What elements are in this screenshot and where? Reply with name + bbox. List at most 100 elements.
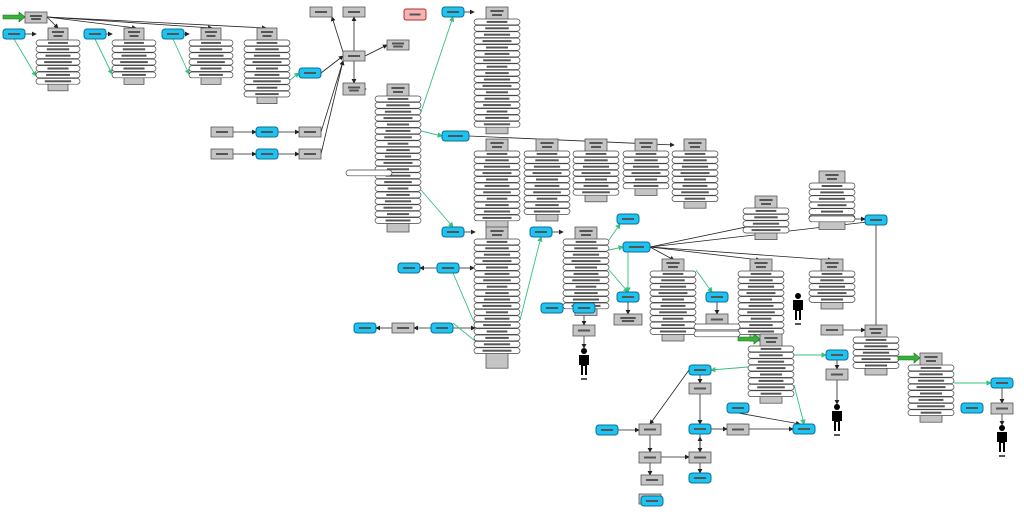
process-box[interactable] — [638, 423, 662, 436]
data-pill-c7[interactable] — [693, 323, 741, 331]
cyan-node[interactable] — [616, 213, 640, 225]
data-pill[interactable] — [671, 176, 719, 183]
data-pill[interactable] — [907, 377, 955, 384]
data-pill[interactable] — [562, 296, 610, 303]
data-pill[interactable] — [852, 349, 900, 356]
cyan-node[interactable] — [990, 377, 1014, 389]
data-pill[interactable] — [374, 153, 422, 160]
data-pill[interactable] — [374, 159, 422, 167]
data-pill[interactable] — [649, 315, 697, 322]
cyan-node[interactable] — [595, 424, 619, 436]
data-pill[interactable] — [473, 150, 521, 158]
stack-row-1[interactable] — [473, 138, 521, 228]
process-box-rect[interactable] — [386, 39, 410, 51]
data-pill[interactable] — [649, 302, 697, 310]
cyan-node[interactable] — [864, 214, 888, 226]
data-pill[interactable] — [907, 371, 955, 378]
data-pill[interactable] — [473, 201, 521, 209]
cyan-node[interactable] — [441, 130, 470, 142]
data-pill[interactable] — [35, 78, 81, 85]
data-pill[interactable] — [473, 270, 521, 278]
data-pill[interactable] — [737, 283, 785, 290]
data-pill[interactable] — [808, 296, 856, 303]
data-pill[interactable] — [473, 257, 521, 265]
cyan-node[interactable] — [688, 423, 712, 435]
process-box[interactable] — [572, 324, 596, 337]
data-pill[interactable] — [562, 245, 610, 252]
data-pill[interactable] — [562, 283, 610, 290]
data-pill[interactable] — [742, 214, 790, 221]
stack-c[interactable] — [188, 27, 234, 85]
data-pill[interactable] — [562, 277, 610, 284]
data-pill[interactable] — [747, 371, 795, 378]
data-pill[interactable] — [374, 217, 422, 224]
data-pill[interactable] — [737, 302, 785, 310]
data-pill[interactable] — [671, 189, 719, 196]
stack-row-4[interactable] — [622, 138, 670, 196]
stack-mid[interactable] — [473, 226, 521, 369]
data-pill[interactable] — [243, 52, 291, 59]
data-pill[interactable] — [523, 169, 571, 177]
data-pill[interactable] — [907, 409, 955, 416]
data-pill[interactable] — [35, 52, 81, 59]
stack-lr3[interactable] — [907, 352, 955, 423]
data-pill[interactable] — [473, 108, 521, 115]
data-pill[interactable] — [473, 334, 521, 342]
data-pill[interactable] — [473, 296, 521, 303]
start-box[interactable] — [24, 11, 48, 24]
data-pill[interactable] — [562, 270, 610, 278]
data-pill[interactable] — [852, 336, 900, 344]
data-pill[interactable] — [808, 270, 856, 278]
data-pill[interactable] — [742, 226, 790, 234]
data-pill[interactable] — [473, 245, 521, 252]
data-pill[interactable] — [523, 182, 571, 190]
data-pill[interactable] — [737, 321, 785, 329]
stack-b[interactable] — [111, 27, 157, 85]
data-pill[interactable] — [111, 65, 157, 72]
process-box[interactable] — [726, 423, 750, 436]
data-pill[interactable] — [111, 71, 157, 79]
data-pill[interactable] — [808, 189, 856, 196]
data-pill[interactable] — [649, 277, 697, 284]
stack-d[interactable] — [243, 27, 291, 104]
data-pill[interactable] — [473, 63, 521, 70]
data-pill[interactable] — [374, 185, 422, 192]
cyan-node[interactable] — [540, 302, 564, 314]
stack-center[interactable] — [374, 83, 422, 233]
data-pill[interactable] — [473, 277, 521, 284]
data-pill[interactable] — [473, 328, 521, 335]
stack-c1[interactable] — [562, 226, 610, 316]
data-pill[interactable] — [243, 58, 291, 66]
data-pill[interactable] — [374, 204, 422, 211]
data-pill[interactable] — [649, 270, 697, 278]
stack-c5[interactable] — [737, 258, 785, 342]
data-pill[interactable] — [523, 157, 571, 164]
data-pill[interactable] — [808, 182, 856, 190]
data-pill[interactable] — [374, 146, 422, 154]
data-pill[interactable] — [737, 277, 785, 284]
data-pill[interactable] — [523, 163, 571, 170]
data-pill[interactable] — [111, 52, 157, 59]
data-pill[interactable] — [562, 251, 610, 258]
data-pill[interactable] — [671, 169, 719, 177]
data-pill[interactable] — [374, 178, 422, 186]
cyan-node[interactable] — [960, 402, 984, 414]
data-pill[interactable] — [649, 296, 697, 303]
cyan-node[interactable] — [616, 291, 640, 303]
data-pill[interactable] — [473, 50, 521, 58]
data-pill[interactable] — [473, 163, 521, 170]
process-box[interactable] — [613, 313, 643, 326]
data-pill[interactable] — [649, 289, 697, 297]
cyan-node[interactable] — [529, 226, 553, 238]
data-pill[interactable] — [473, 208, 521, 215]
data-pill[interactable] — [671, 163, 719, 170]
cyan-node[interactable] — [825, 349, 849, 361]
data-pill[interactable] — [852, 343, 900, 350]
process-box-rect[interactable] — [613, 313, 643, 326]
data-pill[interactable] — [562, 238, 610, 246]
data-pill[interactable] — [523, 208, 571, 215]
data-pill[interactable] — [473, 341, 521, 348]
process-box[interactable] — [820, 324, 844, 336]
data-pill[interactable] — [572, 182, 620, 190]
data-pill[interactable] — [473, 18, 521, 26]
